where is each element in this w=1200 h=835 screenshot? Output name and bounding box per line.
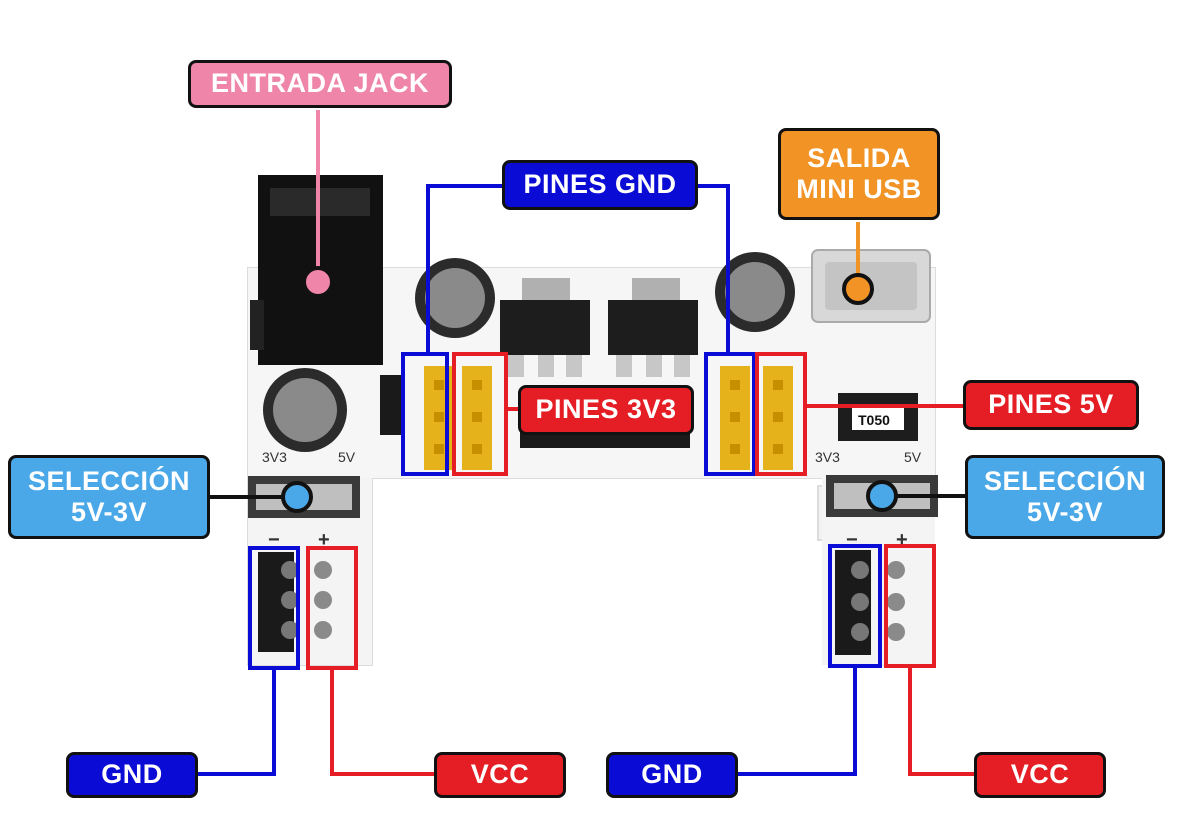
header-pins-gnd-left xyxy=(424,366,454,470)
header-pins-3v3 xyxy=(462,366,492,470)
label-vcc-right: VCC xyxy=(974,752,1106,798)
line-pines-gnd-left xyxy=(426,184,503,354)
line-gnd-right xyxy=(737,666,857,776)
silk-right-5v: 5V xyxy=(904,449,922,465)
highlight-3v3-pins xyxy=(452,352,508,476)
label-seleccion-left: SELECCIÓN 5V-3V xyxy=(8,455,210,539)
regulator-right xyxy=(608,278,698,377)
header-pins-gnd-right xyxy=(720,366,750,470)
silk-plus-left: + xyxy=(318,529,330,551)
line-vcc-left xyxy=(330,668,435,776)
fuse-text: T050 xyxy=(858,412,890,428)
highlight-5v-pins xyxy=(755,352,807,476)
label-entrada-jack: ENTRADA JACK xyxy=(188,60,452,108)
header-pins-5v xyxy=(763,366,793,470)
line-vcc-right xyxy=(908,666,975,776)
line-gnd-left xyxy=(198,668,276,776)
label-pines-gnd: PINES GND xyxy=(502,160,698,210)
label-salida-mini-usb: SALIDA MINI USB xyxy=(778,128,940,220)
output-vcc-right xyxy=(887,561,905,641)
silk-left-3v3: 3V3 xyxy=(262,449,287,465)
label-vcc-left: VCC xyxy=(434,752,566,798)
capacitor-left-bottom xyxy=(263,368,347,452)
label-seleccion-right: SELECCIÓN 5V-3V xyxy=(965,455,1165,539)
dot-seleccion-left xyxy=(281,481,313,513)
diode xyxy=(380,375,402,435)
label-pines-3v3: PINES 3V3 xyxy=(518,385,694,435)
output-vcc-left xyxy=(314,561,332,639)
label-gnd-left: GND xyxy=(66,752,198,798)
dot-salida-usb xyxy=(842,273,874,305)
dot-seleccion-right xyxy=(866,480,898,512)
fuse xyxy=(838,393,918,441)
regulator-left xyxy=(500,278,590,377)
line-pines-gnd-right xyxy=(697,184,730,354)
silk-right-3v3: 3V3 xyxy=(815,449,840,465)
capacitor-left-top xyxy=(415,258,495,338)
silk-minus-left: − xyxy=(268,529,280,551)
capacitor-right-top xyxy=(715,252,795,332)
output-gnd-right xyxy=(835,550,871,655)
label-pines-5v: PINES 5V xyxy=(963,380,1139,430)
output-gnd-left xyxy=(258,552,299,652)
dot-entrada-jack xyxy=(302,266,334,298)
label-gnd-right: GND xyxy=(606,752,738,798)
highlight-gnd-pins-left xyxy=(401,352,449,476)
silk-plus-right: + xyxy=(896,529,908,551)
silk-minus-right: − xyxy=(846,529,858,551)
silk-left-5v: 5V xyxy=(338,449,356,465)
